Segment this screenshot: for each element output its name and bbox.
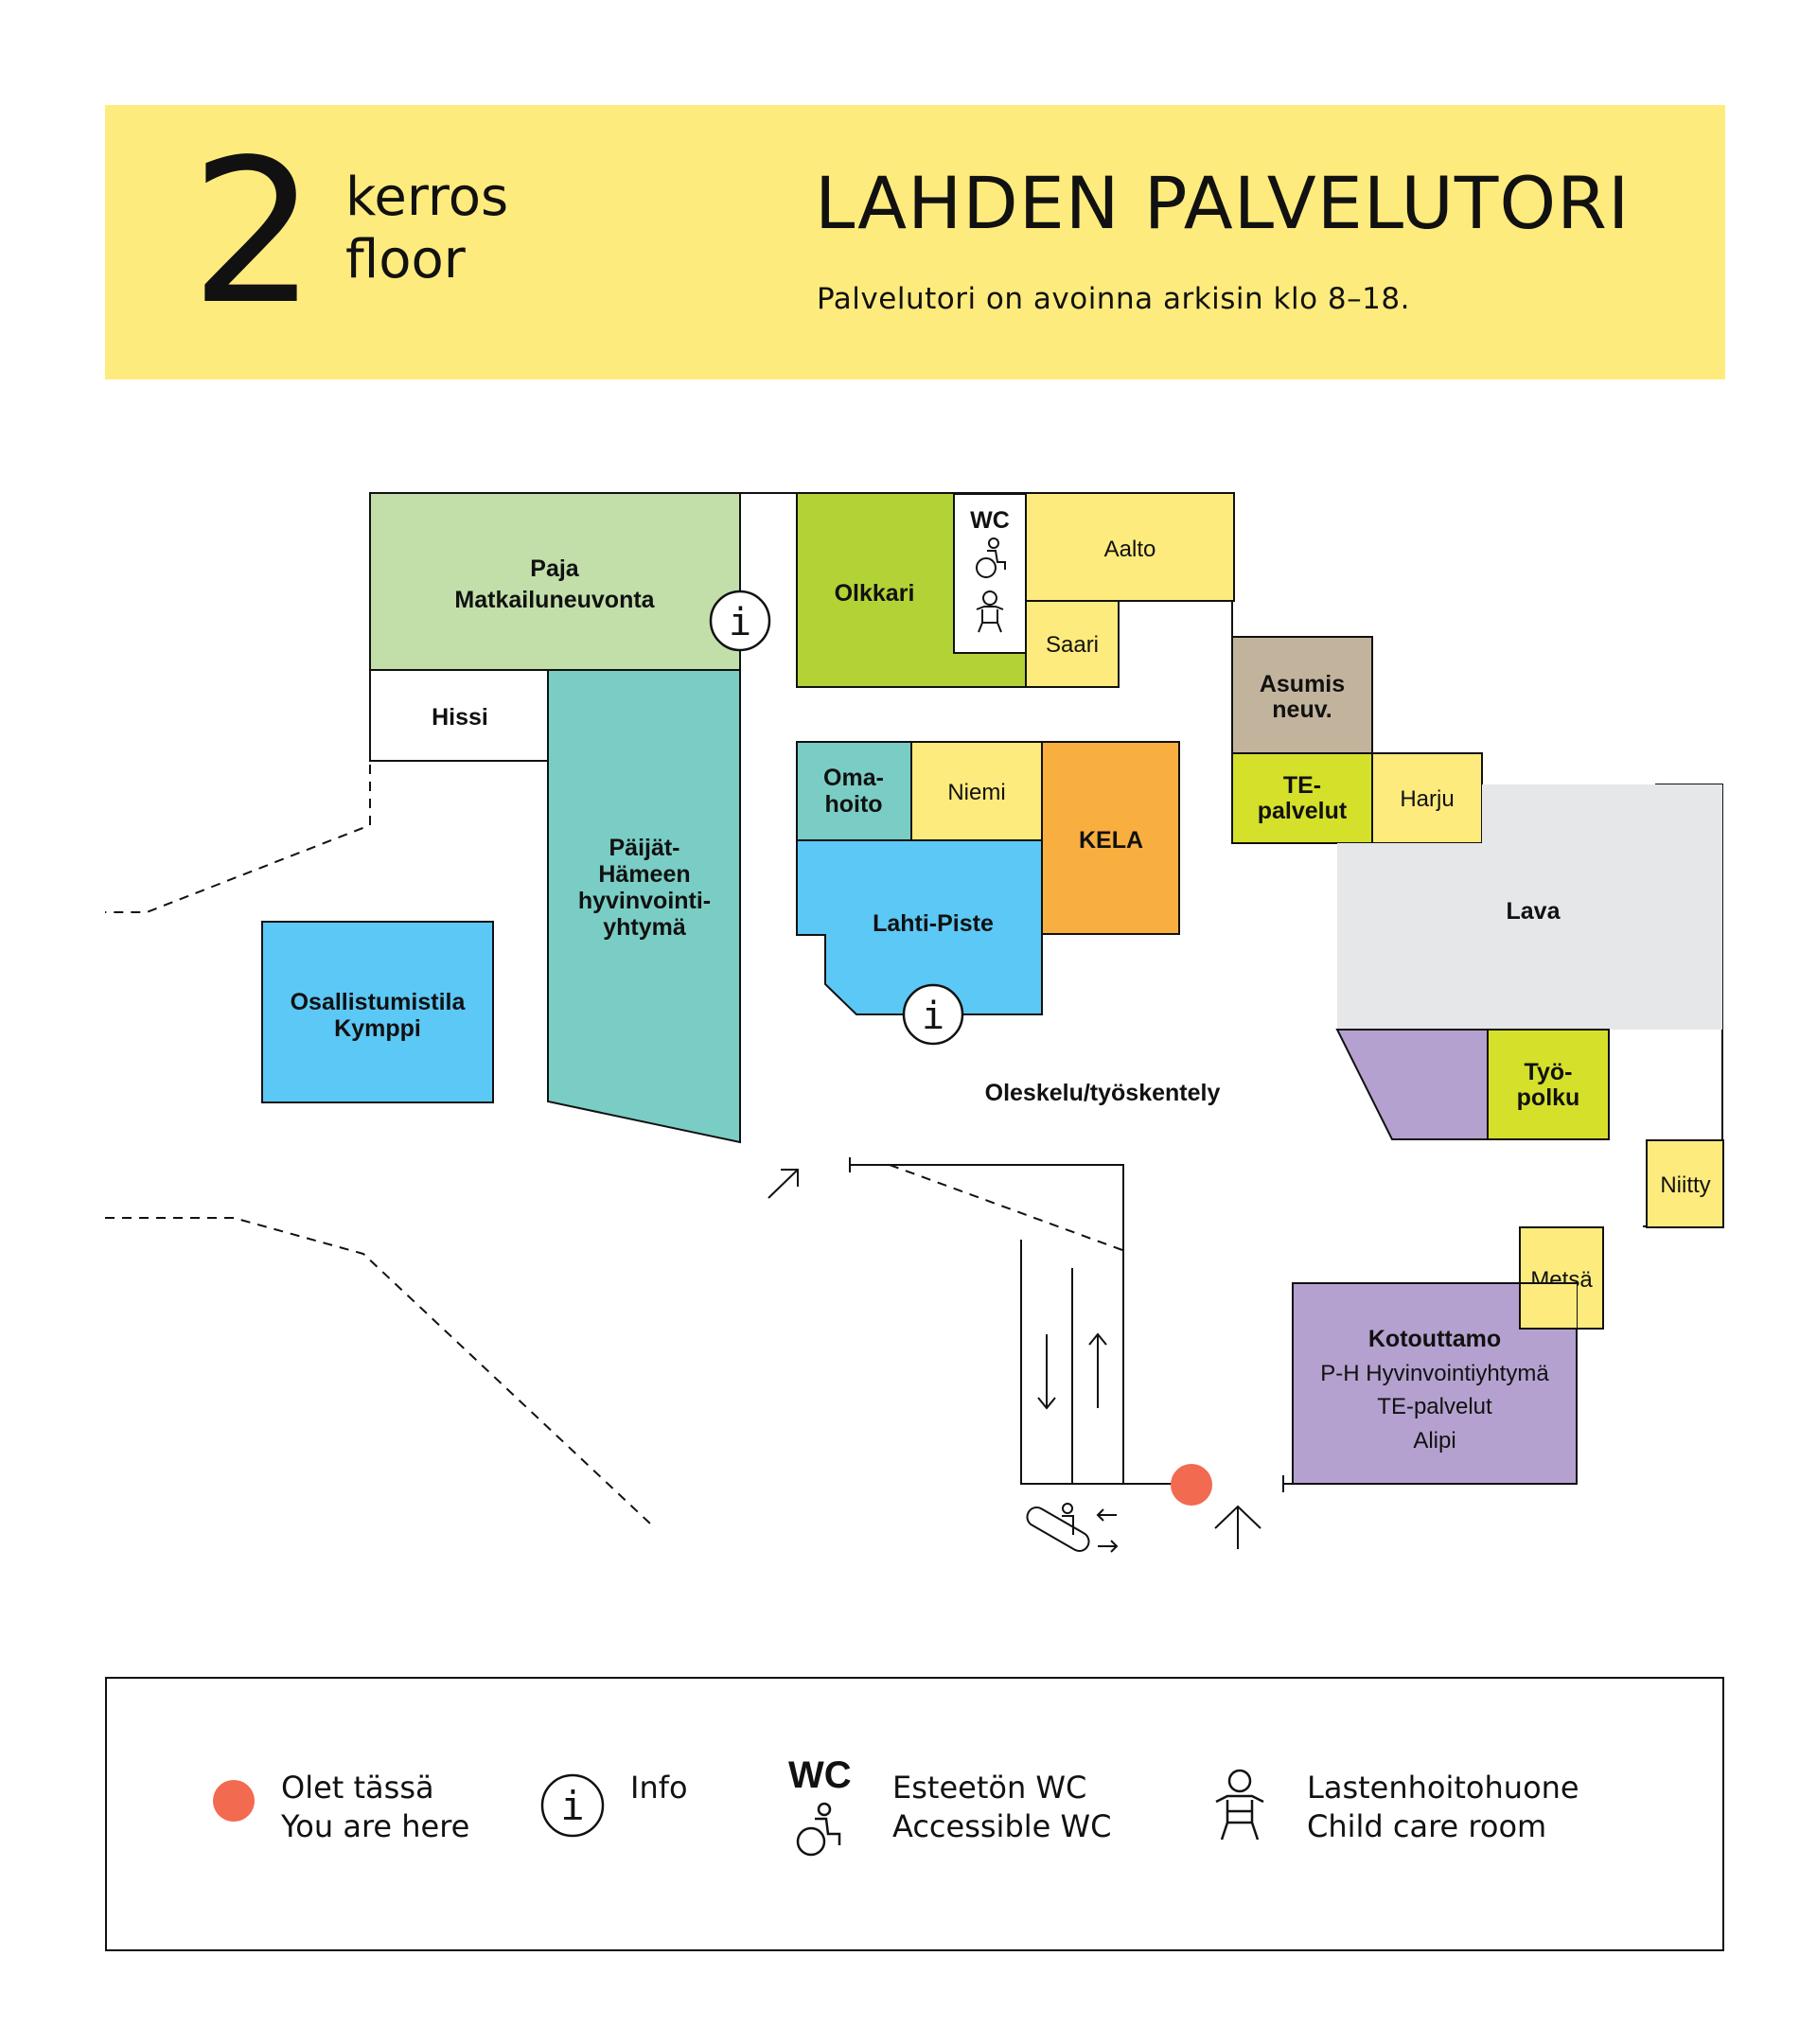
room-label-oleskelu: Oleskelu/työskentely [985, 1080, 1221, 1106]
room-tyopolku: Työ- polku [1487, 1029, 1610, 1140]
room-lava: Lava [1337, 784, 1722, 1030]
room-harju: Harju [1371, 752, 1483, 844]
info-icon: i [902, 983, 964, 1046]
legend-info: Info [630, 1770, 688, 1806]
room-hissi: Hissi [369, 669, 549, 762]
you-are-here-dot [1171, 1464, 1212, 1506]
floor-number: 2 [190, 116, 317, 348]
opening-hours: Palvelutori on avoinna arkisin klo 8–18. [817, 282, 1410, 316]
legend-accessible-wc-en: Accessible WC [892, 1808, 1112, 1844]
room-label-kela: KELA [1079, 827, 1143, 854]
room-label-tyopolku-2: polku [1517, 1084, 1580, 1111]
room-label-osallistumistila-2: Kymppi [334, 1015, 421, 1042]
legend-accessible-wc-fi: Esteetön WC [892, 1770, 1087, 1806]
room-niitty: Niitty [1646, 1139, 1724, 1228]
room-label-lava: Lava [1507, 898, 1561, 925]
room-paja: Paja Matkailuneuvonta [369, 492, 741, 671]
room-label-matkailuneuvonta: Matkailuneuvonta [454, 587, 655, 613]
info-icon: i [709, 590, 771, 652]
room-omahoito: Oma- hoito [796, 741, 912, 841]
info-icon: i [540, 1773, 605, 1838]
room-label-omahoito-2: hoito [824, 791, 882, 818]
room-label-paijat-2: Hämeen [598, 861, 690, 888]
room-label-aalto: Aalto [1104, 537, 1156, 562]
legend-you-are-here-en: You are here [281, 1808, 470, 1844]
wheelchair-icon [796, 1802, 841, 1857]
baby-icon [976, 590, 1004, 633]
legend: Olet tässä You are here i Info WC Esteet… [105, 1677, 1724, 1951]
svg-text:i: i [560, 1783, 584, 1829]
svg-text:i: i [922, 995, 944, 1038]
room-label-wc: WC [970, 507, 1010, 534]
entrance-arrow-icon [1214, 1505, 1261, 1549]
room-label-te-1: TE- [1283, 772, 1321, 799]
header-banner: 2 kerros floor LAHDEN PALVELUTORI Palvel… [105, 105, 1725, 379]
room-label-asumis-2: neuv. [1272, 696, 1332, 723]
room-label-hissi: Hissi [432, 704, 488, 731]
two-way-arrow-icon [1096, 1508, 1119, 1553]
escalator-icon [1026, 1503, 1090, 1552]
you-are-here-dot [213, 1780, 255, 1822]
room-label-omahoito-1: Oma- [823, 765, 884, 791]
floor-label-fi: kerros [345, 167, 509, 228]
room-label-tyopolku-1: Työ- [1525, 1059, 1573, 1085]
room-label-niemi: Niemi [947, 780, 1005, 805]
room-osallistumistila: Osallistumistila Kymppi [261, 921, 494, 1103]
room-label-niitty: Niitty [1660, 1172, 1710, 1198]
dashed-boundaries [105, 765, 1123, 1524]
room-wc: WC [953, 493, 1027, 654]
entrance-arrow-icon [767, 1169, 799, 1199]
room-paijat-hameen: Päijät- Hämeen hyvinvointi- yhtymä [547, 669, 741, 1144]
room-label-kotouttamo-sub1: P-H Hyvinvointiyhtymä [1320, 1361, 1549, 1386]
legend-childcare-en: Child care room [1307, 1808, 1547, 1844]
room-lahti-piste: Lahti-Piste [796, 839, 1043, 1015]
floor-label-en: floor [345, 229, 466, 291]
wheelchair-icon [976, 537, 1006, 578]
up-arrow-icon [1088, 1332, 1107, 1408]
room-label-paja: Paja [530, 555, 580, 582]
room-label-osallistumistila-1: Osallistumistila [291, 989, 467, 1015]
room-niemi: Niemi [910, 741, 1043, 841]
room-purple-area [1335, 1029, 1489, 1140]
room-kela: KELA [1041, 741, 1180, 935]
room-label-lahti-piste: Lahti-Piste [873, 910, 994, 937]
room-saari: Saari [1025, 600, 1120, 688]
room-label-harju: Harju [1400, 786, 1454, 812]
room-label-paijat-1: Päijät- [609, 835, 679, 861]
svg-text:i: i [729, 601, 751, 644]
room-label-paijat-3: hyvinvointi- [578, 888, 711, 914]
legend-you-are-here-fi: Olet tässä [281, 1770, 434, 1806]
room-asumisneuvonta: Asumis neuv. [1231, 636, 1373, 754]
room-label-paijat-4: yhtymä [603, 914, 686, 941]
room-label-kotouttamo-sub3: Alipi [1413, 1428, 1455, 1454]
room-kotouttamo: Kotouttamo P-H Hyvinvointiyhtymä TE-palv… [1292, 1226, 1604, 1485]
baby-icon [1215, 1769, 1264, 1841]
room-label-kotouttamo-sub2: TE-palvelut [1377, 1394, 1492, 1419]
escalator-shafts [1020, 1240, 1124, 1485]
legend-wc-mark: WC [788, 1754, 852, 1796]
room-aalto: Aalto [1025, 492, 1235, 602]
page-title: LAHDEN PALVELUTORI [815, 161, 1631, 245]
room-label-te-2: palvelut [1258, 798, 1348, 824]
room-te-palvelut: TE- palvelut [1231, 752, 1373, 844]
room-label-saari: Saari [1046, 632, 1099, 658]
down-arrow-icon [1037, 1334, 1056, 1410]
room-label-olkkari: Olkkari [835, 580, 915, 607]
room-label-kotouttamo: Kotouttamo [1368, 1326, 1501, 1352]
room-label-asumis-1: Asumis [1260, 671, 1345, 697]
legend-childcare-fi: Lastenhoitohuone [1307, 1770, 1579, 1806]
